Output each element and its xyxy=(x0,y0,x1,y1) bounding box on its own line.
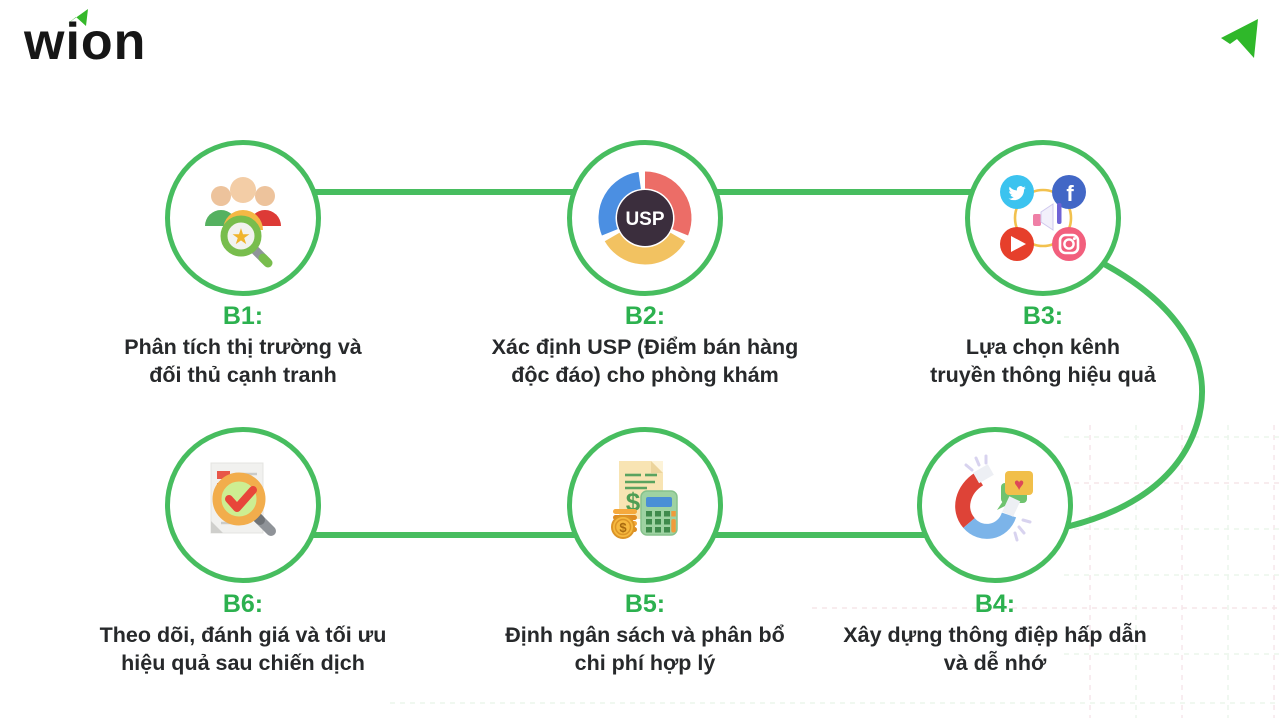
step-b2-desc-line1: Xác định USP (Điểm bán hàng xyxy=(491,335,799,359)
step-b3-desc-line2: truyền thông hiệu quả xyxy=(930,362,1156,387)
step-b4-desc-line2: và dễ nhớ xyxy=(943,650,1047,675)
step-b3-circle: f xyxy=(965,140,1121,296)
social-channels-megaphone-icon: f xyxy=(1000,175,1086,261)
step-b4-circle: ♥ xyxy=(917,427,1073,583)
step-b3-label: B3: xyxy=(1022,302,1064,330)
sparkle-lines xyxy=(964,454,1032,542)
step-b2-circle: USP xyxy=(567,140,723,296)
svg-text:♥: ♥ xyxy=(1014,475,1024,494)
logo-accent-arrow-icon xyxy=(67,9,88,26)
step-b1-label: B1: xyxy=(222,302,264,330)
step-b5-desc-line2: chi phí hợp lý xyxy=(574,650,716,675)
step-b6-text: B6: Theo dõi, đánh giá và tối ưu hiệu qu… xyxy=(43,590,443,678)
step-b6-desc-line2: hiệu quả sau chiến dịch xyxy=(121,650,365,675)
step-b6-circle xyxy=(165,427,321,583)
step-b2-label: B2: xyxy=(624,302,666,330)
step-b5-circle: $ $ xyxy=(567,427,723,583)
step-b5-text: B5: Định ngân sách và phân bổ chi phí hợ… xyxy=(445,590,845,678)
step-b5-desc-line1: Định ngân sách và phân bổ xyxy=(505,623,785,647)
step-b6-label: B6: xyxy=(222,590,264,618)
svg-text:$: $ xyxy=(619,520,627,535)
step-b1-circle: ★ xyxy=(165,140,321,296)
usp-label: USP xyxy=(625,209,664,230)
instagram-icon xyxy=(1052,227,1086,261)
step-b5-label: B5: xyxy=(624,590,666,618)
step-b3-text: B3: Lựa chọn kênh truyền thông hiệu quả xyxy=(843,302,1243,390)
audience-search-icon: ★ xyxy=(205,177,281,268)
svg-text:f: f xyxy=(1066,181,1074,206)
step-b4-label: B4: xyxy=(974,590,1016,618)
report-check-magnifier-icon xyxy=(210,462,276,536)
step-b1-desc-line1: Phân tích thị trường và xyxy=(124,335,362,359)
facebook-icon xyxy=(1052,175,1086,209)
step-b1-text: B1: Phân tích thị trường và đối thủ cạnh… xyxy=(43,302,443,390)
svg-text:★: ★ xyxy=(231,224,251,249)
step-b4-desc-line1: Xây dựng thông điệp hấp dẫn xyxy=(843,623,1147,647)
step-b2-desc-line2: độc đáo) cho phòng khám xyxy=(511,362,779,387)
budget-calculator-icon: $ $ xyxy=(611,461,678,539)
step-b6-desc-line1: Theo dõi, đánh giá và tối ưu xyxy=(99,623,387,647)
step-b1-desc-line2: đối thủ cạnh tranh xyxy=(149,362,337,387)
calculator-icon xyxy=(640,490,678,536)
step-b3-desc-line1: Lựa chọn kênh xyxy=(965,335,1121,359)
megaphone-icon xyxy=(1033,203,1062,231)
magnet-messages-icon: ♥ xyxy=(955,454,1033,542)
header-green-arrow-icon xyxy=(1221,19,1258,58)
coins-icon: $ xyxy=(611,509,637,539)
background-grid xyxy=(390,425,1280,718)
step-b2-text: B2: Xác định USP (Điểm bán hàng độc đáo)… xyxy=(445,302,845,390)
usp-donut-chart-icon: USP xyxy=(598,171,692,265)
step-b4-text: B4: Xây dựng thông điệp hấp dẫn và dễ nh… xyxy=(795,590,1195,678)
